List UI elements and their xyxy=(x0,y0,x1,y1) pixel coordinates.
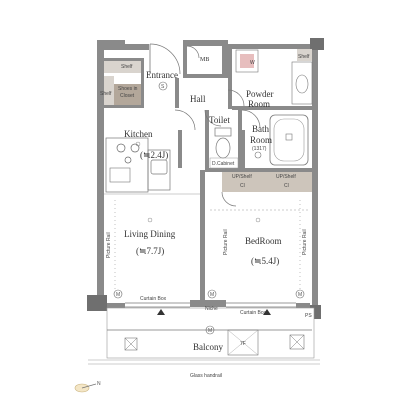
compass-n-label: N xyxy=(97,381,101,387)
label-living-size: (≒7.7J) xyxy=(136,246,164,256)
stove-burner-2 xyxy=(130,143,140,153)
label-shelf-left: Shelf xyxy=(100,91,112,97)
marker-2 xyxy=(263,309,271,315)
label-niche: Niche xyxy=(205,306,218,312)
label-curtain-box-1: Curtain Box xyxy=(140,296,167,302)
north-compass: N xyxy=(74,381,101,393)
label-picture-rail-3: Picture Rail xyxy=(302,229,308,255)
label-ps: PS xyxy=(305,313,312,319)
label-cl-2: Cl xyxy=(284,183,289,189)
fixture-labels: Shelf Shoes in Closet Shelf Shelf W UP/S… xyxy=(100,54,312,379)
label-picture-rail-2: Picture Rail xyxy=(223,229,229,255)
outlet-symbol-4 xyxy=(295,289,305,299)
bath-drain xyxy=(254,151,262,159)
label-toilet: Toilet xyxy=(209,115,230,125)
toilet-bowl xyxy=(215,137,231,159)
doors xyxy=(149,43,261,207)
bath-fixtures xyxy=(254,114,309,166)
label-cabinet: D.Cabinet xyxy=(212,161,235,167)
label-bedroom-size: (≒5.4J) xyxy=(251,256,279,266)
kitchen-fixtures xyxy=(105,137,171,193)
toilet-door xyxy=(204,109,222,127)
bedroom-door xyxy=(221,191,237,207)
label-living: Living Dining xyxy=(124,229,176,239)
balcony-drain-2 xyxy=(289,334,305,350)
outdoor-unit xyxy=(227,329,259,356)
ceiling-light-bedroom xyxy=(255,217,261,223)
markers xyxy=(157,309,271,315)
label-picture-rail-1: Picture Rail xyxy=(106,232,112,258)
label-kitchen-size: (≒2.4J) xyxy=(140,150,168,160)
label-hall: Hall xyxy=(190,94,206,104)
label-entrance: Entrance xyxy=(146,70,178,80)
toilet-fixture xyxy=(209,127,239,169)
floor-lines xyxy=(104,193,310,290)
shelf-top xyxy=(104,61,141,73)
bath-door xyxy=(241,109,261,129)
kitchen-sink xyxy=(150,159,168,175)
balcony-area xyxy=(88,307,320,365)
window-sashes xyxy=(125,302,296,308)
shelf-left xyxy=(104,76,114,105)
kitchen-sink-counter xyxy=(147,149,171,191)
symbol-s: S xyxy=(161,84,165,90)
entrance-door xyxy=(149,43,181,75)
electrical-symbols: S M M M M xyxy=(113,81,305,335)
label-wm: W xyxy=(250,60,255,66)
vanity xyxy=(291,61,313,105)
ceiling-light-living xyxy=(147,217,153,223)
label-shelf-top: Shelf xyxy=(121,64,133,70)
symbol-m-4: M xyxy=(298,292,302,298)
bedroom-closet-2 xyxy=(267,172,312,192)
storage-fixtures xyxy=(104,49,312,192)
kitchen-counter xyxy=(105,137,149,193)
symbol-m-1: M xyxy=(116,292,120,298)
label-bath-size: (1317) xyxy=(252,146,267,152)
powder-room-fixtures xyxy=(235,49,313,105)
stove-burner-3 xyxy=(124,156,132,164)
label-bedroom: BedRoom xyxy=(245,236,282,246)
shelf-right xyxy=(297,49,312,61)
balcony-drain xyxy=(124,337,138,351)
label-shoes-in-1: Shoes in xyxy=(118,86,138,92)
kitchen-door xyxy=(174,109,196,131)
ceiling-light-kitchen xyxy=(135,141,141,147)
label-ac: 7F xyxy=(240,341,246,347)
interior-walls xyxy=(104,49,312,300)
label-bath-1: Bath xyxy=(252,124,269,134)
bedroom-closet-1 xyxy=(222,172,267,192)
label-glass-handrail: Glass handrail xyxy=(190,373,222,379)
outlet-symbol-2 xyxy=(207,289,217,299)
outlet-symbol-1 xyxy=(113,289,123,299)
washing-machine-pan xyxy=(235,49,259,73)
label-balcony: Balcony xyxy=(193,342,223,352)
label-cl-1: Cl xyxy=(240,183,245,189)
label-mb: MB xyxy=(200,57,209,63)
stove-burner-1 xyxy=(116,143,126,153)
symbol-m-2: M xyxy=(210,292,214,298)
label-up-shelf-2: UP/Shelf xyxy=(276,174,296,180)
label-shoes-in-2: Closet xyxy=(120,93,135,99)
label-powder-room-2: Room xyxy=(248,99,270,109)
exterior-walls xyxy=(87,38,324,319)
outlet-symbol-3 xyxy=(205,325,215,335)
symbol-m-3: M xyxy=(208,328,212,334)
marker-1 xyxy=(157,309,165,315)
label-curtain-box-2: Curtain Box xyxy=(240,310,267,316)
room-labels: Entrance MB Hall Powder Room Toilet Bath… xyxy=(124,57,282,352)
label-up-shelf-1: UP/Shelf xyxy=(232,174,252,180)
toilet-cabinet xyxy=(209,157,239,169)
label-kitchen: Kitchen xyxy=(124,129,153,139)
label-bath-2: Room xyxy=(250,135,272,145)
bathtub xyxy=(269,114,309,166)
sprinkler-symbol xyxy=(158,81,168,91)
shoes-in-closet xyxy=(114,84,141,105)
fridge-space xyxy=(109,167,131,183)
label-powder-room-1: Powder xyxy=(246,89,274,99)
label-shelf-right: Shelf xyxy=(298,54,310,60)
powder-door xyxy=(227,89,245,107)
